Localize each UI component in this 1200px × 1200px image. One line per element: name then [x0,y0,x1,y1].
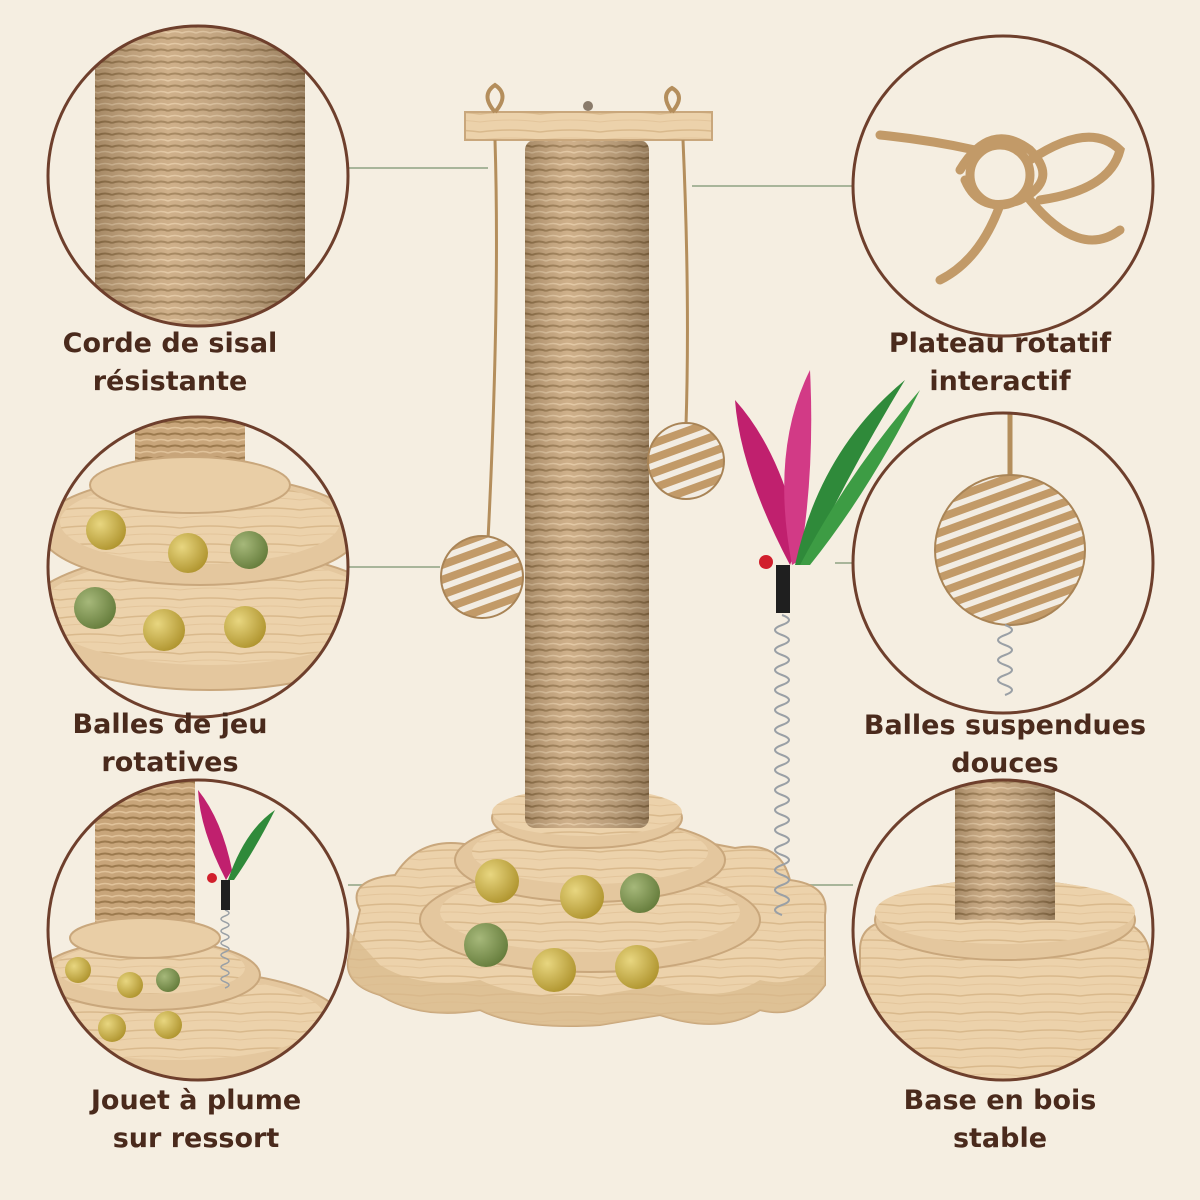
detail-circle-base [851,778,1155,1082]
feature-label-line: Base en bois [903,1085,1097,1116]
feature-label-line: Balles de jeu [72,709,268,740]
feature-label-line: résistante [92,366,248,397]
feature-label-line: rotatives [101,747,239,778]
feather-icon [735,370,920,565]
detail-circle-knot [851,34,1155,338]
feature-label-balles-jeu: Balles de jeu rotatives [20,706,320,782]
cat-scratching-post [346,82,920,1027]
hanging-ball-left [440,535,524,619]
detail-circle-balls [46,415,350,719]
feature-label-line: Jouet à plume [90,1085,302,1116]
feature-label-plateau: Plateau rotatif interactif [850,325,1150,401]
feature-label-base: Base en bois stable [850,1082,1150,1158]
feature-label-plume: Jouet à plume sur ressort [46,1082,346,1158]
detail-circle-sisal [46,24,350,328]
feature-label-balles-suspendues: Balles suspendues douces [855,707,1155,783]
feature-label-line: Balles suspendues [863,710,1147,741]
feature-label-sisal: Corde de sisal résistante [20,325,320,401]
feature-label-line: Corde de sisal [62,328,278,359]
feature-label-line: interactif [929,366,1071,397]
spring-toy [774,614,790,916]
feature-label-line: Plateau rotatif [888,328,1112,359]
feature-label-line: douces [951,748,1059,779]
detail-circle-hanging-ball [851,411,1155,715]
rotating-top-plate [464,111,713,141]
feature-label-line: stable [952,1123,1048,1154]
hanging-ball-right [647,422,725,500]
feature-label-line: sur ressort [112,1123,280,1154]
detail-circle-feather [46,778,350,1082]
